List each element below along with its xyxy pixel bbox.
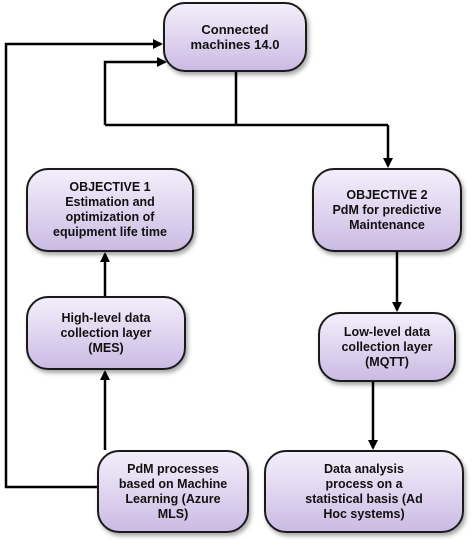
objective-2-node: OBJECTIVE 2 PdM for predictive Maintenan… — [312, 168, 462, 252]
node-text-line: collection layer — [60, 325, 152, 340]
split-loop-connector — [103, 57, 167, 125]
node-text-line: statistical basis (Ad — [305, 491, 423, 506]
high-level-data-collection-node: High-level data collection layer (MES) — [26, 296, 186, 370]
node-text-line: process on a — [325, 476, 403, 491]
node-text-line: (MES) — [88, 340, 124, 355]
objective-1-node: OBJECTIVE 1 Estimation and optimization … — [26, 168, 194, 252]
node-text-line: MLS) — [157, 506, 189, 521]
node-text-line: Data analysis — [324, 461, 404, 476]
feedback-loop-connector — [4, 39, 163, 489]
node-text-line: Maintenance — [349, 217, 425, 232]
node-text-line: OBJECTIVE 1 — [69, 180, 151, 194]
node-text-line: Learning (Azure — [125, 491, 221, 506]
data-analysis-node: Data analysis process on a statistical b… — [264, 450, 464, 533]
pdm-processes-node: PdM processes based on Machine Learning … — [97, 450, 249, 533]
node-text-line: collection layer — [341, 339, 433, 354]
node-text-line: based on Machine — [118, 476, 228, 491]
node-text-line: Estimation and — [65, 195, 155, 209]
node-text-line: PdM for predictive — [332, 202, 442, 217]
node-text-line: optimization of — [65, 210, 155, 224]
node-text-line: PdM processes — [127, 461, 219, 476]
connected-machines-node: Connected machines 14.0 — [163, 2, 307, 72]
node-text-line: OBJECTIVE 2 — [346, 187, 428, 202]
node-text-line: (MQTT) — [365, 354, 409, 369]
node-text-line: Hoc systems) — [323, 506, 405, 521]
node-text-line: machines 14.0 — [190, 37, 280, 52]
low-level-data-collection-node: Low-level data collection layer (MQTT) — [318, 312, 456, 382]
node-text-line: equipment life time — [53, 225, 167, 239]
node-text-line: High-level data — [61, 310, 151, 325]
node-text-line: Low-level data — [343, 324, 431, 339]
node-text-line: Connected — [201, 22, 269, 37]
